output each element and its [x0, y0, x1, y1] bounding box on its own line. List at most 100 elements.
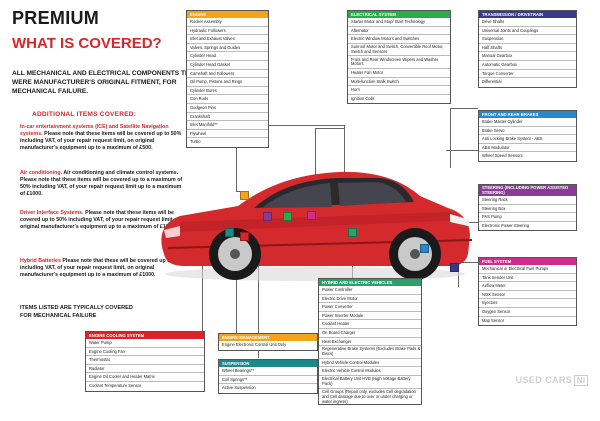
list-item: Gudgeon Pins — [187, 104, 268, 113]
list-item: Thermostat — [86, 356, 204, 365]
list-item: Cylinder Head Gasket — [187, 61, 268, 70]
additional-items-title: ADDITIONAL ITEMS COVERED: — [32, 111, 137, 118]
list-item: Coil Springs** — [219, 376, 317, 385]
list-item: Manual Gearbox — [479, 52, 576, 61]
hybrid-box-title: HYBRID AND ELECTRIC VEHICLES — [319, 279, 421, 286]
page-title: PREMIUM — [12, 8, 100, 28]
connector-line — [202, 232, 203, 332]
list-item: Universal Joints and Couplings — [479, 27, 576, 36]
list-item: Brake Master Cylinder — [479, 118, 576, 127]
hybrid-marker — [348, 228, 357, 237]
list-item: Drive Shafts — [479, 18, 576, 27]
steering-marker — [263, 212, 272, 221]
cooling-box-title: ENGINE COOLING SYSTEM — [86, 332, 204, 339]
footnote: ITEMS LISTED ARE TYPICALLY COVERED FOR M… — [20, 305, 133, 319]
list-item: Cell Groups (Repair only, excludes Cell … — [322, 388, 416, 404]
list-item: Con Rods — [187, 95, 268, 104]
electrical-box-title: ELECTRICAL SYSTEM — [348, 11, 450, 18]
list-item: On Board Charger — [319, 329, 421, 338]
list-item: Oxygen Sensor — [479, 308, 576, 317]
transmission-marker — [450, 263, 459, 272]
brakes-box: FRONT AND REAR BRAKES Brake Master Cylin… — [478, 110, 577, 162]
transmission-box: TRANSMISSION / DRIVETRAIN Drive Shafts U… — [478, 10, 577, 88]
list-item: Brake Servo — [479, 127, 576, 136]
list-item: Engine Cooling Fan — [86, 348, 204, 357]
list-item: Turbo — [190, 139, 201, 145]
intro-text: ALL MECHANICAL AND ELECTRICAL COMPONENTS… — [12, 70, 199, 95]
brakes-marker — [420, 244, 429, 253]
list-item: Rocker Assembly — [187, 18, 268, 27]
list-item: Sunroof Motor and Switch, Convertible Ro… — [348, 44, 450, 57]
transmission-box-title: TRANSMISSION / DRIVETRAIN — [479, 11, 576, 18]
list-item: Heat Exchanger — [319, 338, 421, 347]
list-item: Tank Sender Unit — [479, 274, 576, 283]
connector-line — [268, 125, 345, 215]
list-item: Horn — [348, 86, 450, 95]
engine-management-box-title: ENGINE MANAGEMENT — [219, 334, 317, 341]
engine-box-title: ENGINE — [187, 11, 268, 18]
list-item: Power Converter — [319, 303, 421, 312]
fuel-box-title: FUEL SYSTEM — [479, 258, 576, 265]
brakes-box-title: FRONT AND REAR BRAKES — [479, 111, 576, 118]
steering-box-title: STEERING (INCLUDING POWER ASSISTED STEER… — [479, 185, 576, 196]
list-item: Steering Box — [479, 205, 576, 214]
list-item: Crankshaft — [187, 113, 268, 122]
list-item: Front and Rear Windscreen Wipers and Was… — [348, 56, 450, 69]
list-item: Water Pump — [86, 339, 204, 348]
engine-marker — [240, 191, 249, 200]
list-item: Power Inverter Module — [319, 312, 421, 321]
list-item: Cylinder Bores — [187, 87, 268, 96]
additional-item-aircon: Air conditioning. Air conditioning and c… — [20, 170, 183, 198]
list-item: Regenerative Brake Systems (Excludes Bra… — [319, 346, 421, 359]
fuel-marker — [307, 211, 316, 220]
list-item: Electronic Power Steering — [482, 222, 530, 228]
connector-line — [450, 108, 478, 168]
list-item: Coolant Temperature Sensor — [89, 382, 142, 388]
list-item: Starter Motor and Stop/ Start Technology — [348, 18, 450, 27]
list-item: Power Controller — [319, 286, 421, 295]
list-item: ABS Modulator — [479, 144, 576, 153]
list-item: Engine Electronic Control Unit Only — [222, 342, 287, 347]
list-item: Hybrid Vehicle Control Modules — [319, 359, 421, 368]
list-item: Suspension — [479, 35, 576, 44]
additional-item-hybrid-batteries: Hybrid Batteries Please note that these … — [20, 258, 185, 279]
list-item: Inlet and Exhaust Valves — [187, 35, 268, 44]
list-item: Wheel Speed Sensors — [482, 153, 523, 159]
steering-box: STEERING (INCLUDING POWER ASSISTED STEER… — [478, 184, 577, 232]
cooling-marker — [240, 232, 249, 241]
list-item: Mechanical or Electrical Fuel Pumps — [479, 265, 576, 274]
list-item: Inlet Manifold** — [187, 121, 268, 130]
list-item: Half Shafts — [479, 44, 576, 53]
list-item: Automatic Gearbox — [479, 61, 576, 70]
engine-management-box: ENGINE MANAGEMENT Engine Electronic Cont… — [218, 333, 318, 351]
list-item: Electrical Battery Unit HVB (High Voltag… — [319, 376, 421, 389]
list-item: Alternator — [348, 27, 450, 36]
connector-line — [446, 150, 478, 178]
list-item: Multi-function Stalk Switch — [348, 78, 450, 87]
list-item: Anti Locking Brake System - ABS — [479, 135, 576, 144]
electrical-marker — [283, 212, 292, 221]
connector-line — [236, 232, 237, 334]
list-item: Camshaft and Followers — [187, 70, 268, 79]
list-item: Radiator — [86, 365, 204, 374]
engine-box: ENGINE Rocker Assembly Hydraulic Followe… — [186, 10, 269, 148]
list-item: Torque Converter — [479, 70, 576, 79]
additional-item-ice: In-car entertainment systems (ICE) and S… — [20, 124, 182, 152]
list-item: Electric Drive Motor — [319, 295, 421, 304]
list-item: Airflow Meter — [479, 282, 576, 291]
suspension-box: SUSPENSION Wheel Bearings** Coil Springs… — [218, 359, 318, 394]
list-item: Steering Rack — [479, 196, 576, 205]
hybrid-box: HYBRID AND ELECTRIC VEHICLES Power Contr… — [318, 278, 422, 405]
suspension-box-title: SUSPENSION — [219, 360, 317, 367]
additional-item-driver-interface: Driver Interface Systems. Please note th… — [20, 210, 182, 231]
list-item: Oil Pump, Pistons and Rings — [187, 78, 268, 87]
connector-line — [315, 128, 345, 213]
list-item: Valves, Springs and Guides — [187, 44, 268, 53]
list-item: Electric Vehicle Control Modules — [319, 367, 421, 376]
list-item: Heater Fan Motor — [348, 69, 450, 78]
page-subtitle: WHAT IS COVERED? — [12, 35, 162, 52]
list-item: Active Suspension — [222, 385, 256, 391]
list-item: Engine Oil Cooler and Heater Matrix — [86, 373, 204, 382]
list-item: Coolant Heater — [319, 320, 421, 329]
